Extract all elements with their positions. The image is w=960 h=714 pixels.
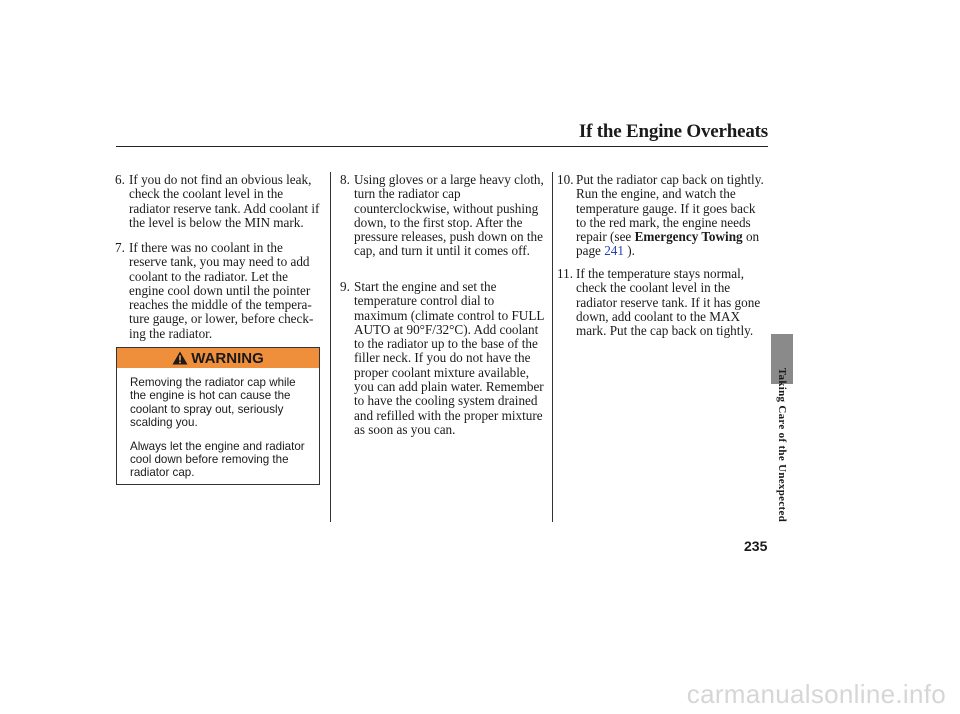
- warning-header: WARNING: [117, 348, 319, 368]
- list-item-9: 9. Start the engine and set the temperat…: [340, 279, 545, 437]
- list-item-11: 11. If the temperature stays normal, che…: [557, 266, 767, 339]
- title-rule: [116, 146, 768, 147]
- page-ref-suffix: ).: [627, 243, 635, 259]
- warning-body: Removing the radiator cap while the engi…: [117, 368, 319, 480]
- item-text: Using gloves or a large heavy cloth, tur…: [354, 172, 544, 259]
- list-item-6: 6. If you do not find an obvious leak, c…: [115, 172, 323, 230]
- item-number: 7.: [115, 240, 125, 255]
- item-text: Put the radiator cap back on tightly. Ru…: [576, 172, 767, 259]
- item-number: 6.: [115, 172, 125, 187]
- page-241-link[interactable]: 241: [604, 243, 624, 259]
- item-text: If you do not find an obvious leak, chec…: [129, 172, 320, 230]
- warning-paragraph: Removing the radiator cap while the engi…: [130, 376, 296, 430]
- warning-box: WARNING Removing the radiator cap while …: [116, 347, 320, 485]
- list-item-7: 7. If there was no coolant in the reserv…: [115, 240, 323, 341]
- warning-paragraph: Always let the engine and radiator cool …: [130, 439, 305, 480]
- item-number: 9.: [340, 279, 350, 294]
- item-number: 11.: [557, 266, 573, 281]
- list-item-8: 8. Using gloves or a large heavy cloth, …: [340, 172, 545, 259]
- page-ref-prefix: on page: [576, 229, 760, 259]
- item-text: If the temperature stays normal, check t…: [576, 266, 761, 339]
- emergency-towing-reference: Emergency Towing: [634, 229, 743, 245]
- section-tab-marker: [771, 334, 793, 384]
- item-number: 10.: [557, 172, 574, 187]
- item-number: 8.: [340, 172, 350, 187]
- item-text: If there was no coolant in the reserve t…: [129, 240, 314, 341]
- column-divider: [552, 172, 553, 522]
- section-label: Taking Care of the Unexpected: [776, 367, 788, 523]
- watermark: carmanualsonline.info: [686, 679, 946, 709]
- item-text-body: Put the radiator cap back on tightly. Ru…: [576, 172, 764, 245]
- list-item-10: 10. Put the radiator cap back on tightly…: [557, 172, 767, 259]
- warning-triangle-icon: [172, 351, 188, 365]
- page-number: 235: [744, 538, 768, 554]
- item-text: Start the engine and set the temperature…: [354, 279, 544, 437]
- column-divider: [330, 172, 331, 522]
- warning-label: WARNING: [191, 349, 264, 367]
- page-title: If the Engine Overheats: [578, 121, 768, 142]
